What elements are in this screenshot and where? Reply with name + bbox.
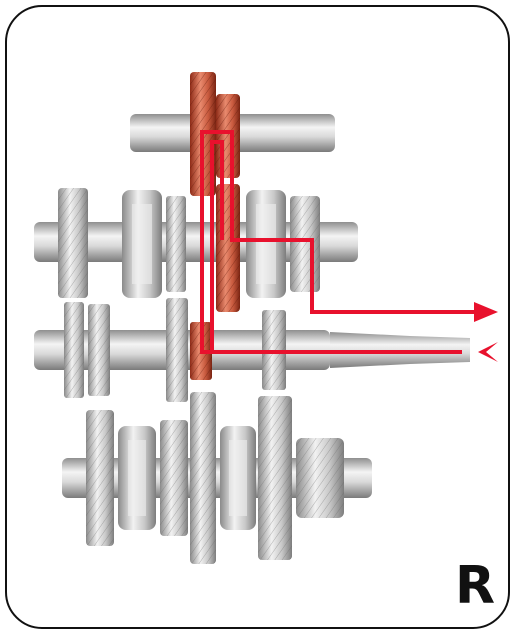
output-arrow-icon xyxy=(474,302,498,322)
power-flow-path xyxy=(200,130,478,354)
path-inner xyxy=(210,140,224,352)
input-arrow-icon xyxy=(478,342,498,362)
layshaft-lower-gears xyxy=(86,392,344,564)
gear-label: R xyxy=(454,556,495,616)
path-output xyxy=(200,130,478,354)
